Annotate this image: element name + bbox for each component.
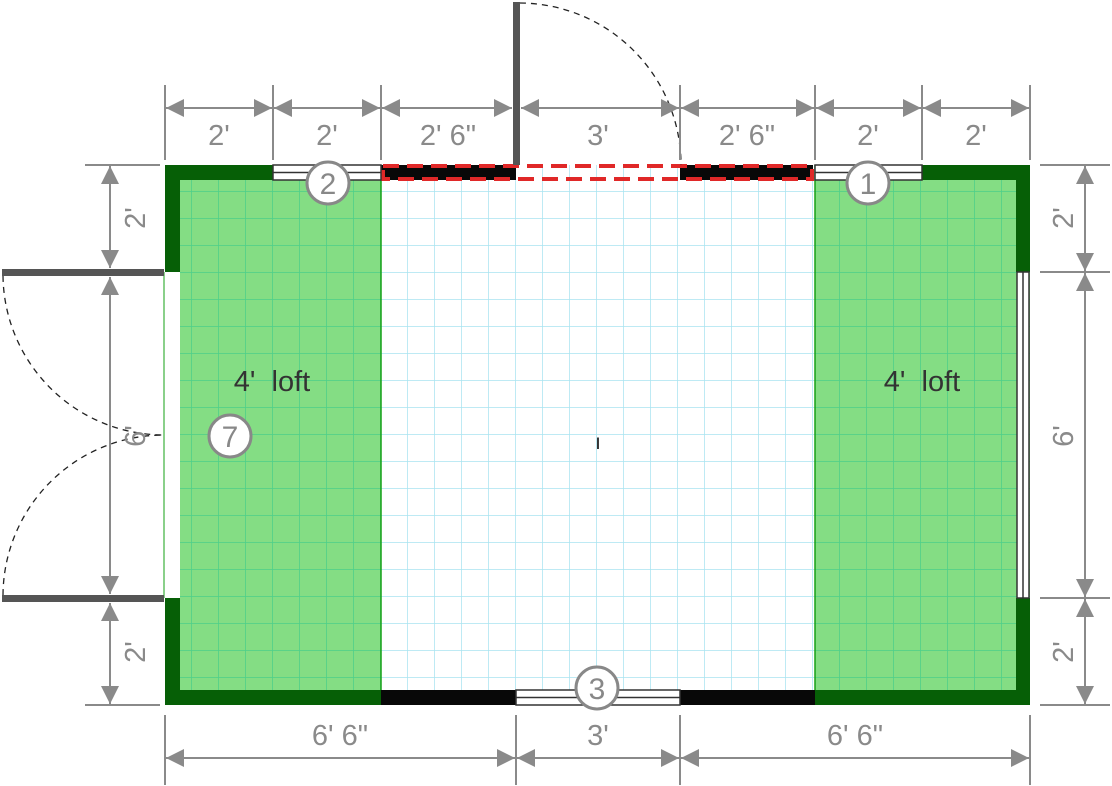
dim-label: 2' <box>857 120 879 152</box>
marker-2[interactable]: 2 <box>305 160 351 206</box>
right-loft <box>814 165 1030 705</box>
dimensions-bottom: 6' 6" 3' 6' 6" <box>164 715 1031 785</box>
marker-number: 2 <box>320 168 337 201</box>
dim-label: 2' <box>1048 207 1080 229</box>
dimensions-top: 2' 2' 2' 6" 3' 2' 6" 2' 2' <box>164 85 1031 160</box>
loft-label-right: 4' loft <box>884 366 960 398</box>
marker-number: 7 <box>222 421 239 454</box>
marker-number: 1 <box>860 168 877 201</box>
text-cursor: I <box>596 434 601 453</box>
dim-label: 2' <box>965 120 987 152</box>
marker-1[interactable]: 1 <box>845 160 891 206</box>
dimensions-left: 2' 6' 2' <box>85 164 160 706</box>
dim-label: 2' 6" <box>420 120 476 152</box>
left-double-door[interactable] <box>2 269 165 602</box>
marker-3[interactable]: 3 <box>574 665 620 711</box>
dim-label: 2' <box>208 120 230 152</box>
dim-label: 6' 6" <box>312 720 368 752</box>
marker-7[interactable]: 7 <box>207 413 253 459</box>
loft-label-left: 4' loft <box>234 366 310 398</box>
dim-label: 6' 6" <box>827 720 883 752</box>
dim-label: 2' <box>316 120 338 152</box>
dim-label: 2' 6" <box>719 120 775 152</box>
dimensions-right: 2' 6' 2' <box>1040 164 1110 706</box>
marker-number: 3 <box>589 673 606 706</box>
top-door[interactable] <box>513 2 682 166</box>
dim-label: 2' <box>120 207 152 229</box>
window-right[interactable] <box>1016 271 1030 599</box>
left-loft <box>165 165 382 705</box>
walls <box>163 165 1030 705</box>
dim-label: 6' <box>120 425 152 447</box>
dim-label: 2' <box>1048 641 1080 663</box>
selected-wall-segment[interactable] <box>381 164 814 181</box>
dim-label: 3' <box>587 120 609 152</box>
dim-label: 3' <box>587 720 609 752</box>
dim-label: 2' <box>120 641 152 663</box>
dim-label: 6' <box>1048 425 1080 447</box>
